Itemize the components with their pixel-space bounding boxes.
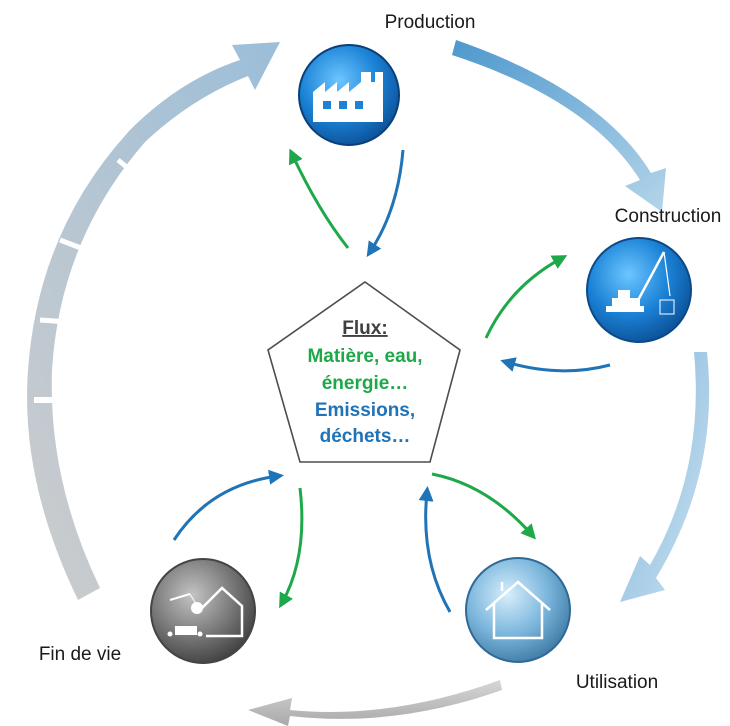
stage-fin-de-vie: Fin de vie [39, 558, 256, 665]
flux-title: Flux: [342, 318, 387, 339]
demolition-icon [167, 586, 244, 638]
flux-inputs-line2: énergie… [322, 373, 409, 394]
crane-icon [606, 251, 675, 315]
stage-label-construction: Construction [615, 206, 722, 227]
stage-construction: Construction [586, 206, 722, 343]
cycle-arrow-construction-to-utilisation [620, 352, 710, 602]
stage-production: Production [298, 12, 476, 146]
house-icon [485, 580, 551, 640]
flux-inputs-line1: Matière, eau, [307, 346, 422, 367]
flux-outputs-line2: déchets… [320, 426, 411, 447]
input-arrow-to-utilisation [431, 472, 536, 540]
output-arrow-from-production [366, 149, 405, 257]
stage-label-production: Production [385, 12, 476, 33]
input-arrow-to-production [288, 148, 350, 249]
output-arrow-from-fin-de-vie [172, 469, 284, 541]
cycle-arrow-fin-de-vie-to-production [27, 42, 280, 600]
flux-outputs-line1: Emissions, [315, 400, 415, 421]
stage-label-utilisation: Utilisation [576, 672, 658, 693]
cycle-arrow-utilisation-to-fin-de-vie [248, 680, 502, 726]
input-arrow-to-construction [484, 255, 568, 339]
stage-label-fin-de-vie: Fin de vie [39, 644, 121, 665]
factory-icon [313, 72, 383, 122]
input-arrow-to-fin-de-vie [279, 487, 304, 609]
flux-pentagon: Flux: Matière, eau, énergie… Emissions, … [267, 281, 461, 463]
stage-utilisation: Utilisation [465, 557, 658, 693]
output-arrow-from-construction [500, 357, 611, 373]
output-arrow-from-utilisation [418, 486, 452, 613]
cycle-arrow-production-to-construction [452, 40, 666, 212]
